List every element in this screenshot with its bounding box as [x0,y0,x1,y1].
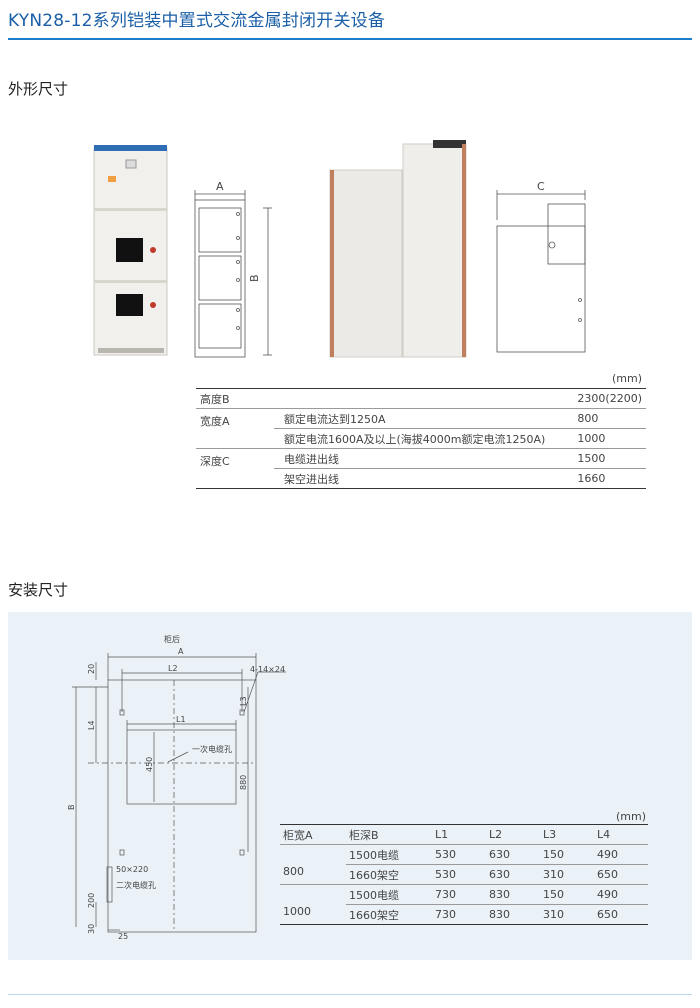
depth-cell: 1500电缆 [346,844,432,865]
header-cell: L1 [432,824,486,845]
param-cell: 深度C [200,454,230,468]
l3-cell: 310 [540,864,594,885]
label-d200: 200 [87,893,96,908]
width-cell: 1000 [280,904,346,925]
table-row: 800 1660架空 530 630 310 650 [280,864,648,885]
table-row: 1500电缆 730 830 150 490 [280,884,648,905]
l4-cell: 490 [594,844,648,865]
table-row: 高度B 2300(2200) [196,388,646,409]
param-cell [196,468,274,489]
label-secondary-hole: 二次电缆孔 [116,880,156,890]
front-dimension-drawing [194,190,272,358]
label-l3: L3 [239,696,248,706]
label-rear: 柜后 [164,634,180,644]
table-row: 额定电流1600A及以上(海拔4000m额定电流1250A) 1000 [196,428,646,449]
outline-dimension-table: (mm) 高度B 2300(2200) 宽度A 额定电流达到1250A 800 … [196,372,646,489]
cabinet-front-photo [93,145,168,356]
depth-cell: 1660架空 [346,904,432,925]
label-a: A [178,647,184,656]
section-heading-install: 安装尺寸 [8,581,69,599]
l4-cell: 490 [594,884,648,905]
cabinet-side-photo [329,140,467,358]
l2-cell: 630 [486,864,540,885]
condition-cell: 架空进出线 [274,468,572,489]
value-cell: 2300(2200) [571,388,646,409]
table-row: 深度C 电缆进出线 1500 [196,448,646,469]
label-holes: 4-14×24 [250,665,285,674]
param-cell [196,428,274,449]
l3-cell: 150 [540,884,594,905]
label-d25: 25 [118,932,128,941]
title-divider [8,38,692,40]
value-cell: 1500 [571,448,646,469]
l3-cell: 150 [540,844,594,865]
condition-cell: 电缆进出线 [274,448,572,469]
value-cell: 800 [571,408,646,429]
header-cell: 柜宽A [280,824,346,845]
table-row: 1500电缆 530 630 150 490 [280,844,648,865]
depth-cell: 1500电缆 [346,884,432,905]
bottom-divider [8,994,692,995]
label-l4: L4 [87,720,96,730]
param-cell: 高度B [196,388,274,409]
l4-cell: 650 [594,864,648,885]
label-d450: 450 [145,757,154,772]
table-row: 宽度A 额定电流达到1250A 800 [196,408,646,429]
l4-cell: 650 [594,904,648,925]
condition-cell: 额定电流达到1250A [274,408,572,429]
l1-cell: 530 [432,844,486,865]
unit-label: (mm) [611,372,642,385]
unit-label: (mm) [615,810,646,823]
label-d880: 880 [239,775,248,790]
l1-cell: 730 [432,904,486,925]
table-row: 1000 1660架空 730 830 310 650 [280,904,648,925]
width-cell [280,885,346,905]
width-cell [280,845,346,865]
param-cell: 宽度A [200,414,230,428]
label-d30: 30 [87,924,96,934]
depth-cell: 1660架空 [346,864,432,885]
label-l1: L1 [176,715,186,724]
label-primary-hole: 一次电缆孔 [192,744,232,754]
value-cell: 1660 [571,468,646,489]
label-secondary-size: 50×220 [116,865,148,874]
header-cell: L3 [540,824,594,845]
label-d20: 20 [87,664,96,674]
header-cell: 柜深B [346,824,432,845]
l1-cell: 730 [432,884,486,905]
label-b: B [67,805,76,811]
page-title: KYN28-12系列铠装中置式交流金属封闭开关设备 [8,11,386,31]
value-cell: 1000 [571,428,646,449]
l2-cell: 630 [486,844,540,865]
figure-label-b: B [248,274,261,282]
figure-label-a: A [216,180,224,193]
condition-cell: 额定电流1600A及以上(海拔4000m额定电流1250A) [274,428,572,449]
install-dimension-table: (mm) 柜宽A 柜深B L1 L2 L3 L4 1500电缆 530 630 … [280,810,648,925]
l2-cell: 830 [486,904,540,925]
section-heading-outline: 外形尺寸 [8,80,69,98]
label-l2: L2 [168,664,178,673]
figure-label-c: C [537,180,545,193]
outline-figures: A B C [93,140,586,358]
install-drawing: 柜后 A L2 L1 4-14×24 一次电缆孔 50×220 二次电缆孔 25… [67,634,286,941]
l1-cell: 530 [432,864,486,885]
l3-cell: 310 [540,904,594,925]
l2-cell: 830 [486,884,540,905]
table-header-row: 柜宽A 柜深B L1 L2 L3 L4 [280,824,648,845]
header-cell: L2 [486,824,540,845]
header-cell: L4 [594,824,648,845]
table-row: 架空进出线 1660 [196,468,646,489]
condition-cell [274,388,572,409]
width-cell: 800 [280,864,346,885]
side-dimension-drawing [496,190,586,353]
